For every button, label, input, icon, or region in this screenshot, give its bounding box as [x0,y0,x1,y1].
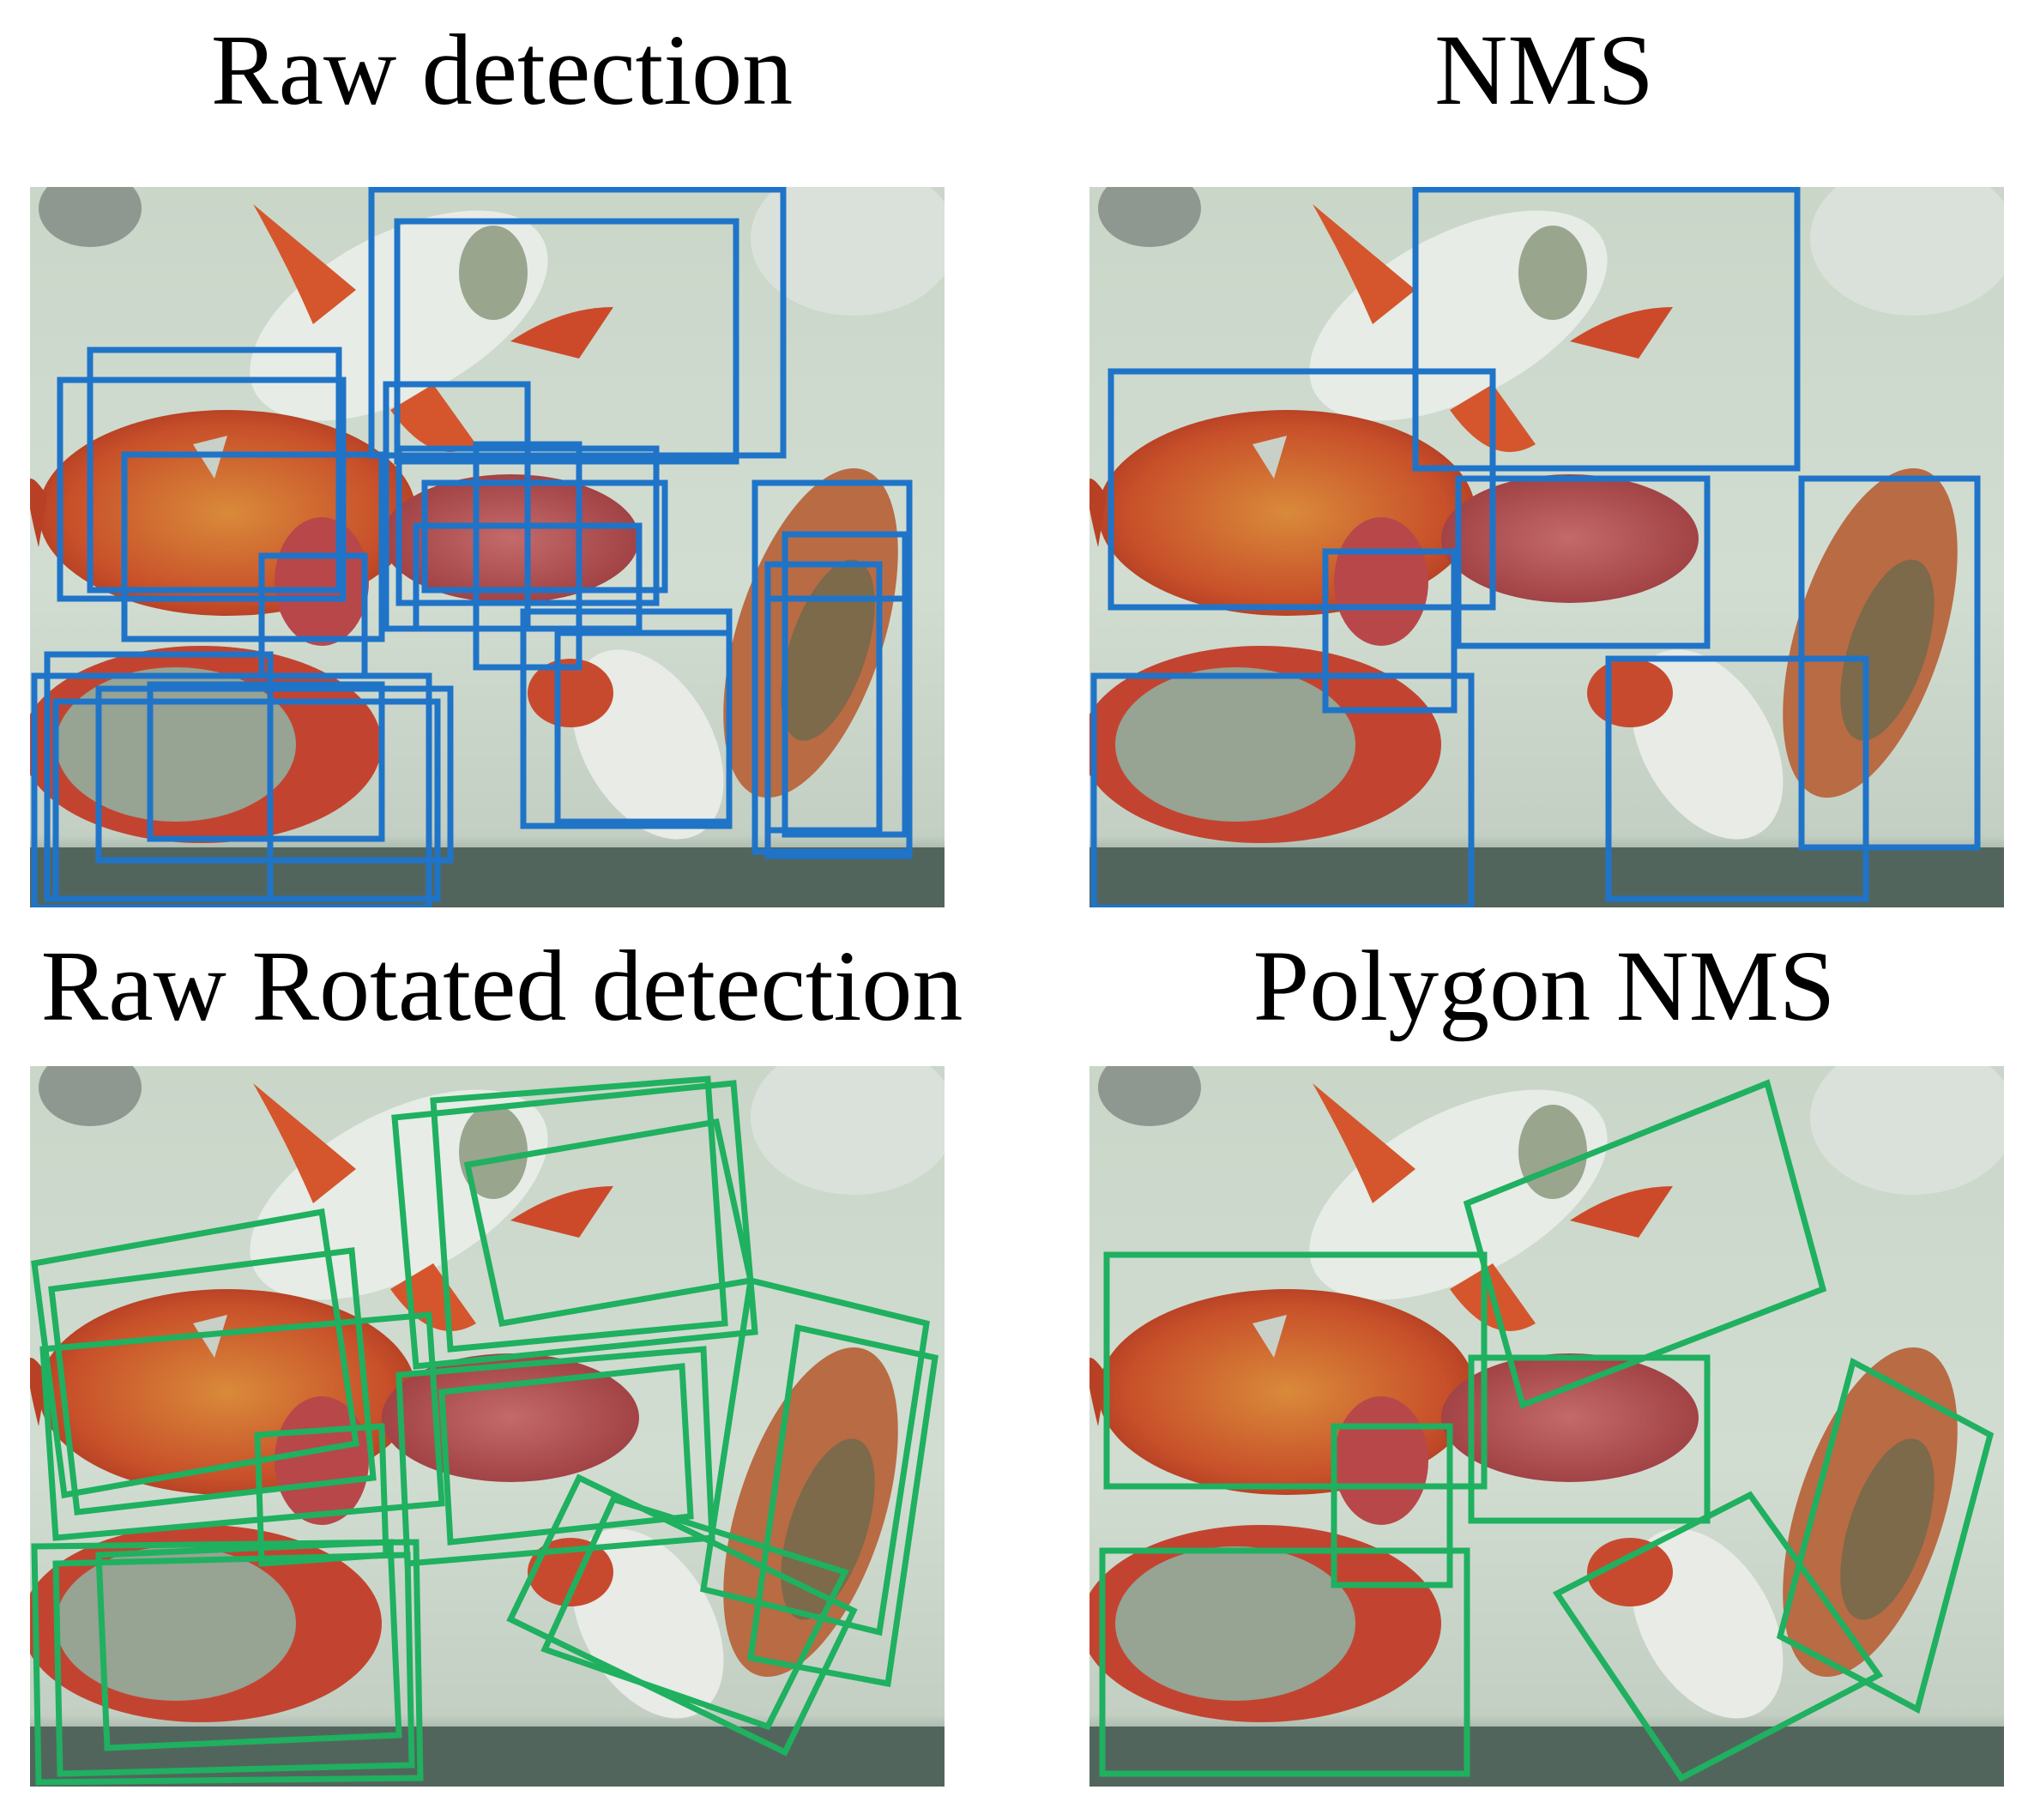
nms-boxes [1090,187,1981,907]
panel-title-nms: NMS [1434,14,1654,126]
panel-title-raw-detection: Raw detection [210,14,794,126]
raw-rotated-detection-image [30,1066,945,1787]
nms-image [1089,187,2004,907]
panel-title-raw-rotated-detection: Raw Rotated detection [40,930,963,1042]
detection-boxes [31,187,913,907]
polygon-nms-boxes [1099,1079,1995,1782]
rotated-detection-boxes [31,1076,939,1786]
raw-detection-image [30,187,945,907]
panel-title-polygon-nms: Polygon NMS [1252,930,1836,1042]
polygon-nms-image [1089,1066,2004,1787]
